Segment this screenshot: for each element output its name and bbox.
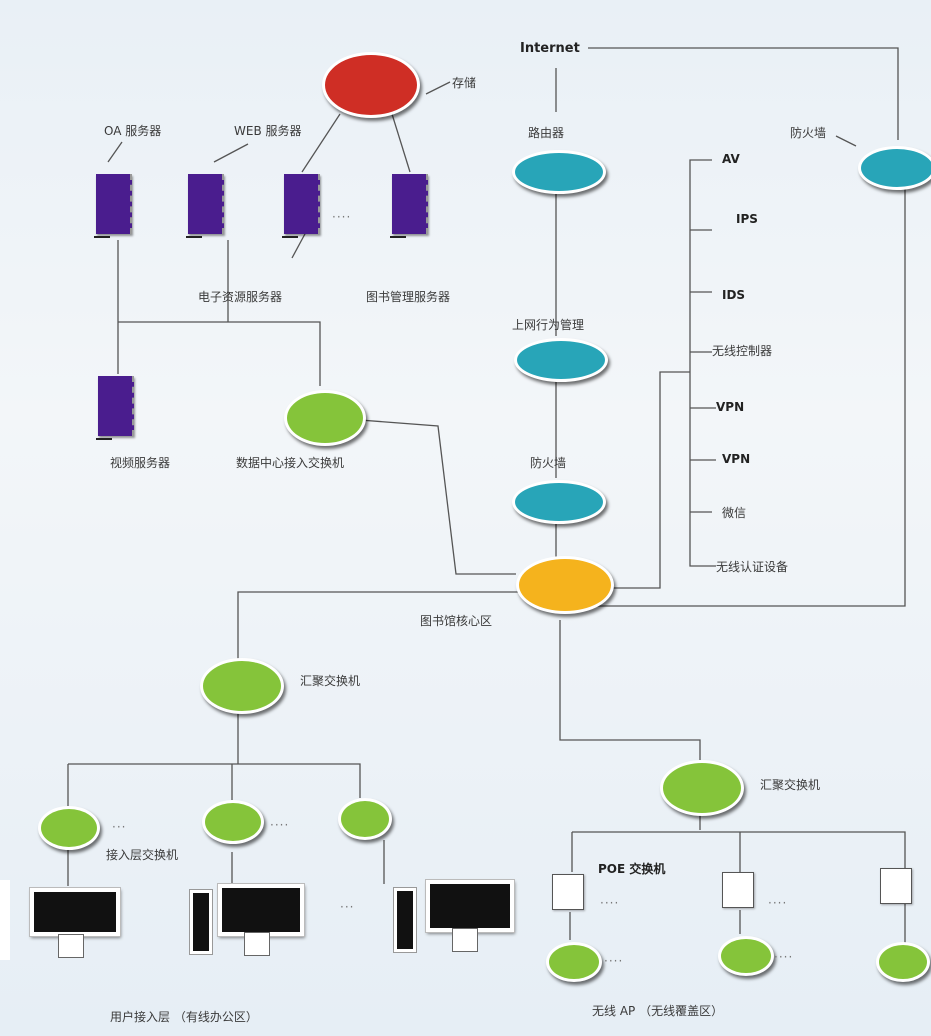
poe-ellipsis-2: ···· [768,896,788,910]
storage-label: 存储 [452,76,477,90]
oa-server-icon [94,174,132,238]
ap-ellipsis-1: ···· [604,954,624,968]
server-ellipsis: ···· [332,210,352,224]
access-switch-label: 接入层交换机 [106,848,179,862]
access-switch-3 [338,798,392,840]
ap-3 [876,942,930,982]
monitor-3 [426,880,514,932]
video-server-label: 视频服务器 [110,456,171,470]
poe-switch-2 [722,872,754,908]
router-node [512,150,606,194]
agg-switch-left-node [200,658,284,714]
core-label: 图书馆核心区 [420,614,493,628]
storage-node [322,52,420,118]
dc-switch-node [284,390,366,446]
agg-switch-right-node [660,760,744,816]
web-server-icon [186,174,224,238]
access-ellipsis-1: ··· [112,820,127,834]
core-node [516,556,614,614]
pc-tower-2 [190,890,212,954]
firewall-top-node [858,146,931,190]
poe-switch-label: POE 交换机 [598,862,666,876]
security-item-ips: IPS [736,212,758,226]
library-server-icon [390,174,428,238]
web-server-label: WEB 服务器 [234,124,302,138]
security-item-wechat: 微信 [722,506,747,520]
firewall-mid-node [512,480,606,524]
monitor-2 [218,884,304,936]
security-item-av: AV [722,152,740,166]
security-item-vpn-1: VPN [716,400,745,414]
ap-ellipsis-2: ···· [774,950,794,964]
access-ellipsis-2: ···· [270,818,290,832]
poe-switch-1 [552,874,584,910]
poe-switch-3 [880,868,912,904]
wired-area-label: 用户接入层 （有线办公区） [110,1010,258,1024]
dc-switch-label: 数据中心接入交换机 [236,456,345,470]
library-server-label: 图书管理服务器 [366,290,451,304]
ap-2 [718,936,774,976]
wireless-area-label: 无线 AP （无线覆盖区） [592,1004,724,1018]
behavior-mgmt-label: 上网行为管理 [512,318,585,332]
pc-base-2 [244,932,270,956]
router-label: 路由器 [528,126,565,140]
video-server-icon [96,376,134,440]
pc-ellipsis: ··· [340,900,355,914]
security-item-ids: IDS [722,288,746,302]
pc-base-1 [58,934,84,958]
internet-label: Internet [520,41,580,56]
access-switch-1 [38,806,100,850]
pc-base-3 [452,928,478,952]
security-item-wireless-auth: 无线认证设备 [716,560,789,574]
security-item-vpn-2: VPN [722,452,751,466]
ap-1 [546,942,602,982]
monitor-1 [30,888,120,936]
eresource-server-icon [282,174,320,238]
security-item-wireless-controller: 无线控制器 [712,344,773,358]
firewall-mid-label: 防火墙 [530,456,567,470]
firewall-top-label: 防火墙 [790,126,827,140]
agg-switch-left-label: 汇聚交换机 [300,674,361,688]
behavior-mgmt-node [514,338,608,382]
oa-server-label: OA 服务器 [104,124,162,138]
eresource-server-label: 电子资源服务器 [198,290,283,304]
access-switch-2 [202,800,264,844]
left-edge-device [0,880,10,960]
agg-switch-right-label: 汇聚交换机 [760,778,821,792]
poe-ellipsis-1: ···· [600,896,620,910]
pc-tower-3 [394,888,416,952]
